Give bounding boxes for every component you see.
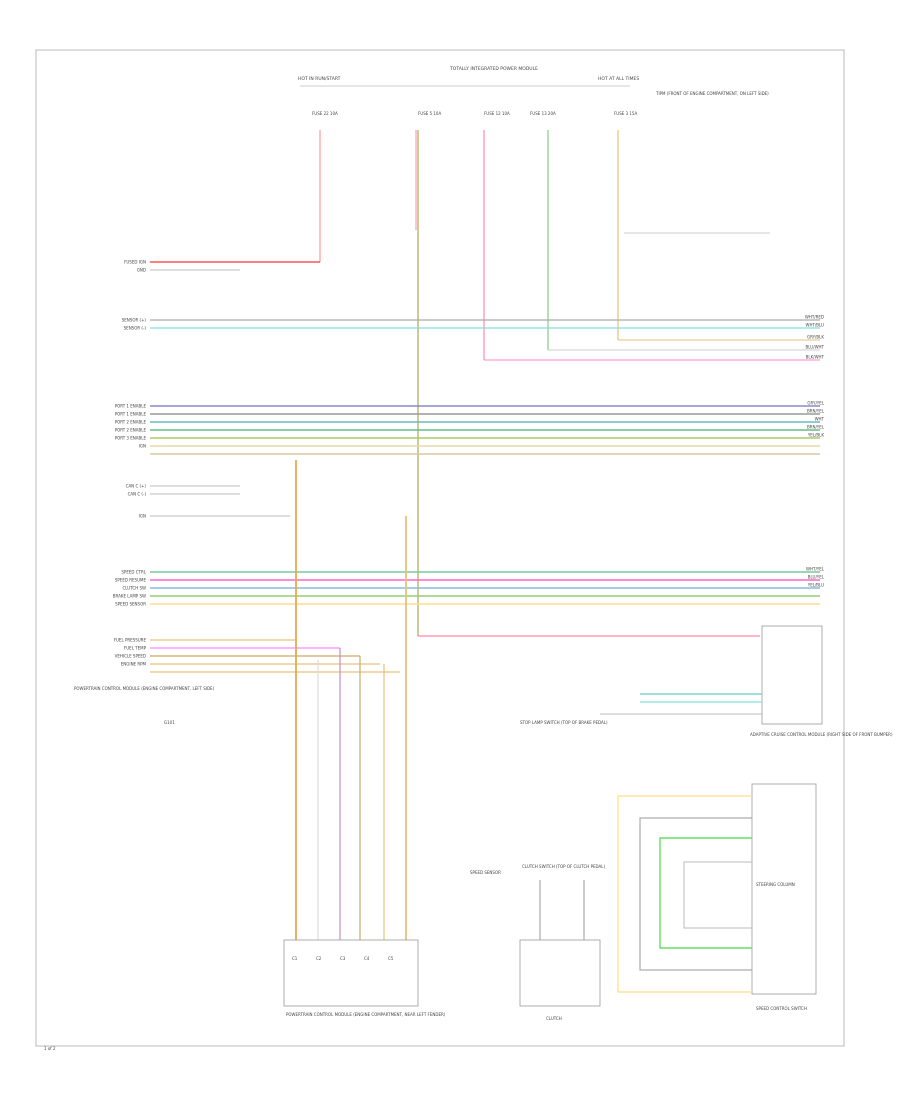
- right-label-12: YEL/BLU: [807, 583, 824, 588]
- right-labels: WHT/RED WHT/BLU GRY/BLK BLU/WHT BLK/WHT GRY/Y…: [805, 315, 825, 588]
- left-label-16: BRAKE LAMP SW: [113, 594, 146, 599]
- steering-wire-gray: [639, 817, 752, 971]
- left-module-label: POWERTRAIN CONTROL MODULE (ENGINE COMPAR…: [74, 686, 215, 691]
- fuse-a: FUSE 22 10A: [312, 111, 338, 116]
- left-label-13: SPEED CTRL: [121, 570, 146, 575]
- left-label-6: PORT 2 ENABLE: [115, 420, 147, 425]
- steering-wire-gray-2: [683, 861, 752, 929]
- right-label-0: WHT/RED: [805, 315, 824, 320]
- right-label-8: BRN/YEL: [807, 425, 825, 430]
- right-label-5: GRY/YEL: [807, 401, 824, 406]
- left-label-19: FUEL TEMP: [124, 646, 147, 651]
- right-label-3: BLU/WHT: [806, 345, 825, 350]
- left-label-9: IGN: [139, 444, 146, 449]
- bottom-connector-box: [283, 939, 419, 1007]
- diagram-frame: [35, 49, 845, 1047]
- fuse-c: FUSE 12 10A: [484, 111, 510, 116]
- connector-pin-0: C1: [292, 956, 298, 961]
- header-hot-right: HOT AT ALL TIMES: [598, 76, 639, 82]
- fuse-b: FUSE 5 10A: [418, 111, 441, 116]
- left-label-15: CLUTCH SW: [122, 586, 146, 591]
- connector-pins: C1 C2 C3 C4 C5: [292, 956, 394, 961]
- steering-wire-green: [659, 837, 752, 949]
- left-label-7: PORT 2 ENABLE: [115, 428, 147, 433]
- right-label-11: BLU/YEL: [808, 575, 825, 580]
- speed-sensor-label: SPEED SENSOR: [470, 870, 501, 875]
- right-label-10: WHT/YEL: [806, 567, 825, 572]
- right-label-2: GRY/BLK: [807, 335, 824, 340]
- left-label-17: SPEED SENSOR: [115, 602, 146, 607]
- speed-control-label: SPEED CONTROL SWITCH: [756, 1006, 807, 1011]
- right-label-4: BLK/WHT: [806, 355, 825, 360]
- fuse-d: FUSE 13 20A: [530, 111, 556, 116]
- left-label-18: FUEL PRESSURE: [114, 638, 147, 643]
- clutch-switch-label: CLUTCH SWITCH (TOP OF CLUTCH PEDAL): [522, 864, 605, 869]
- left-label-3: SENSOR (-): [124, 326, 147, 331]
- left-label-14: SPEED RESUME: [115, 578, 147, 583]
- connector-pin-4: C5: [388, 956, 394, 961]
- connector-pin-3: C4: [364, 956, 370, 961]
- steering-wire-yellow: [617, 795, 752, 993]
- steering-label: STEERING COLUMN: [756, 882, 795, 887]
- connector-pin-1: C2: [316, 956, 322, 961]
- left-label-12: IGN: [139, 514, 146, 519]
- stop-lamp-label: STOP LAMP SWITCH (TOP OF BRAKE PEDAL): [520, 720, 608, 725]
- right-label-9: YEL/BLK: [807, 433, 825, 438]
- left-label-20: VEHICLE SPEED: [115, 654, 146, 659]
- adaptive-module-label: ADAPTIVE CRUISE CONTROL MODULE (RIGHT SI…: [750, 732, 893, 737]
- left-label-21: ENGINE RPM: [121, 662, 147, 667]
- left-labels: FUSED IGN GND SENSOR (+) SENSOR (-) PORT 1 E…: [113, 260, 147, 667]
- clutch-block-label: CLUTCH: [546, 1016, 562, 1021]
- right-label-7: WHT: [815, 417, 825, 422]
- left-label-5: PORT 1 ENABLE: [115, 412, 147, 417]
- steering-box: [751, 783, 817, 995]
- ground-label: G101: [164, 720, 175, 725]
- left-label-1: GND: [137, 268, 146, 273]
- left-label-10: CAN C (+): [126, 484, 147, 489]
- fuse-e: FUSE 3 15A: [614, 111, 637, 116]
- clutch-box: [519, 939, 601, 1007]
- tipm-block-label: TIPM (FRONT OF ENGINE COMPARTMENT, ON LE…: [655, 91, 769, 96]
- header-tipm: TOTALLY INTEGRATED POWER MODULE: [449, 66, 538, 72]
- right-label-1: WHT/BLU: [806, 323, 825, 328]
- left-label-0: FUSED IGN: [124, 260, 146, 265]
- right-label-6: BRN/YEL: [807, 409, 825, 414]
- left-label-11: CAN C (-): [128, 492, 147, 497]
- page-number: 1 of 2: [44, 1046, 56, 1051]
- connector-pin-2: C3: [340, 956, 346, 961]
- left-label-8: PORT 3 ENABLE: [115, 436, 147, 441]
- adaptive-module-box: [761, 625, 823, 725]
- left-label-2: SENSOR (+): [122, 318, 147, 323]
- header-hot-left: HOT IN RUN/START: [298, 76, 341, 82]
- bottom-connector-label: POWERTRAIN CONTROL MODULE (ENGINE COMPAR…: [286, 1012, 446, 1017]
- left-label-4: PORT 1 ENABLE: [115, 404, 147, 409]
